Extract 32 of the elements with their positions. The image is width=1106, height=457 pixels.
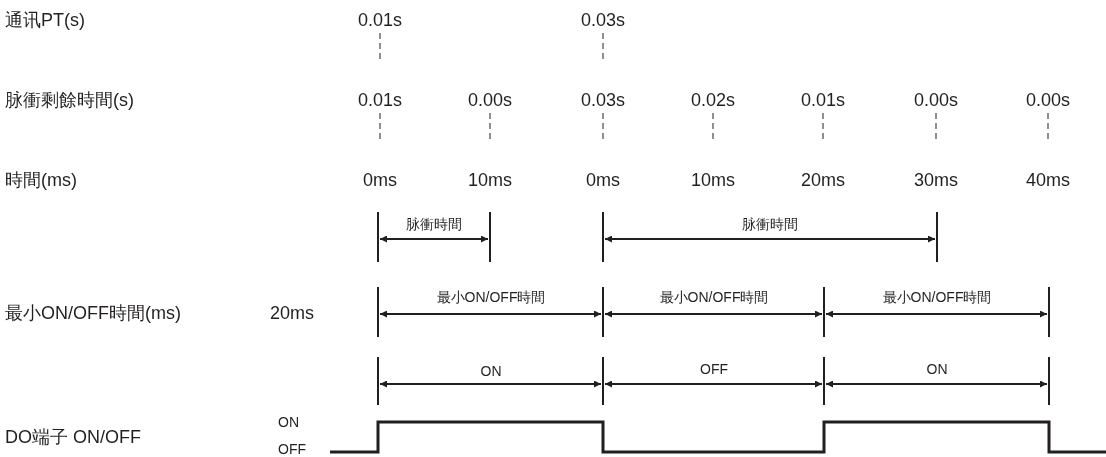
- dimension-label: 最小ON/OFF時間: [882, 290, 992, 304]
- value-label: 0.00s: [468, 91, 512, 109]
- row-label: DO端子 ON/OFF: [5, 428, 141, 446]
- row-label: 通讯PT(s): [5, 11, 85, 29]
- value-label: 10ms: [691, 171, 735, 189]
- value-label: 0.02s: [691, 91, 735, 109]
- dimension-label: 脉衝時間: [406, 217, 462, 231]
- value-label: 30ms: [914, 171, 958, 189]
- dimension-label: 脉衝時間: [742, 217, 798, 231]
- value-label: 0ms: [586, 171, 620, 189]
- value-label: 0.01s: [801, 91, 845, 109]
- value-label: 40ms: [1026, 171, 1070, 189]
- dimension-label: OFF: [700, 362, 728, 376]
- dimension-label: ON: [480, 364, 502, 378]
- value-label: 0.01s: [358, 91, 402, 109]
- dimension-label: ON: [926, 362, 948, 376]
- value-label: 0ms: [363, 171, 397, 189]
- value-label: 10ms: [468, 171, 512, 189]
- level-label: ON: [278, 415, 299, 429]
- value-label: 20ms: [270, 304, 314, 322]
- value-label: 0.01s: [358, 11, 402, 29]
- value-label: 0.03s: [581, 91, 625, 109]
- row-label: 最小ON/OFF時間(ms): [5, 304, 181, 322]
- value-label: 20ms: [801, 171, 845, 189]
- dimension-label: 最小ON/OFF時間: [436, 290, 546, 304]
- row-label: 脉衝剩餘時間(s): [5, 91, 134, 109]
- row-label: 時間(ms): [5, 171, 77, 189]
- value-label: 0.00s: [1026, 91, 1070, 109]
- value-label: 0.00s: [914, 91, 958, 109]
- level-label: OFF: [278, 442, 306, 456]
- dimension-label: 最小ON/OFF時間: [659, 290, 769, 304]
- value-label: 0.03s: [581, 11, 625, 29]
